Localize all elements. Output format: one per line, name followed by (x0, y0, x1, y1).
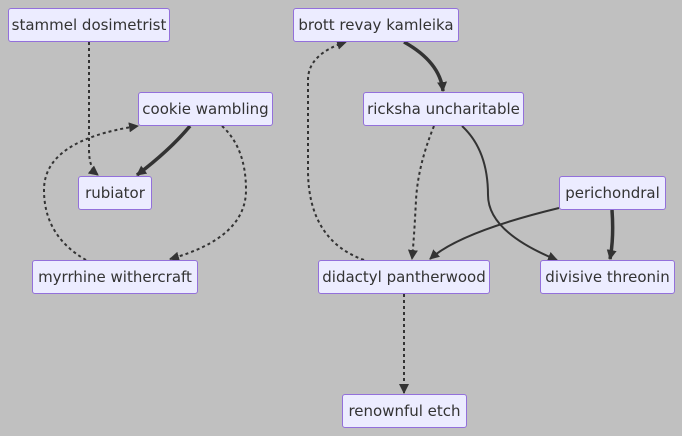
node-label: renownful etch (348, 402, 461, 420)
node-label: cookie wambling (142, 100, 269, 118)
node-ricksha-uncharitable: ricksha uncharitable (363, 92, 524, 126)
node-label: divisive threonin (545, 268, 670, 286)
node-rubiator: rubiator (78, 176, 152, 210)
edge-brott-to-ricksha (403, 40, 448, 92)
node-myrrhine-withercraft: myrrhine withercraft (32, 260, 198, 294)
node-perichondral: perichondral (559, 176, 666, 210)
edge-ricksha-to-divisive (461, 125, 558, 262)
edge-didactyl-to-brott (307, 39, 365, 261)
edge-stammel-to-rubiator (87, 42, 99, 176)
node-label: ricksha uncharitable (367, 100, 520, 118)
node-renownful-etch: renownful etch (342, 394, 467, 428)
edge-ricksha-to-didactyl (407, 125, 435, 260)
edge-perichondral-to-divisive (606, 209, 617, 260)
edge-perichondral-to-didactyl (429, 207, 560, 260)
edge-cookie-to-rubiator (135, 124, 192, 177)
edge-cookie-to-myrrhine (169, 125, 248, 262)
node-label: myrrhine withercraft (38, 268, 192, 286)
node-label: rubiator (85, 184, 145, 202)
node-label: didactyl pantherwood (322, 268, 486, 286)
node-label: stammel dosimetrist (11, 16, 167, 34)
edge-myrrhine-to-cookie (42, 122, 139, 261)
node-stammel-dosimetrist: stammel dosimetrist (8, 8, 170, 42)
node-label: brott revay kamleika (298, 16, 454, 34)
node-brott-revay-kamleika: brott revay kamleika (293, 8, 459, 42)
node-didactyl-pantherwood: didactyl pantherwood (318, 260, 490, 294)
node-divisive-threonin: divisive threonin (540, 260, 675, 294)
node-label: perichondral (565, 184, 660, 202)
node-cookie-wambling: cookie wambling (138, 92, 273, 126)
